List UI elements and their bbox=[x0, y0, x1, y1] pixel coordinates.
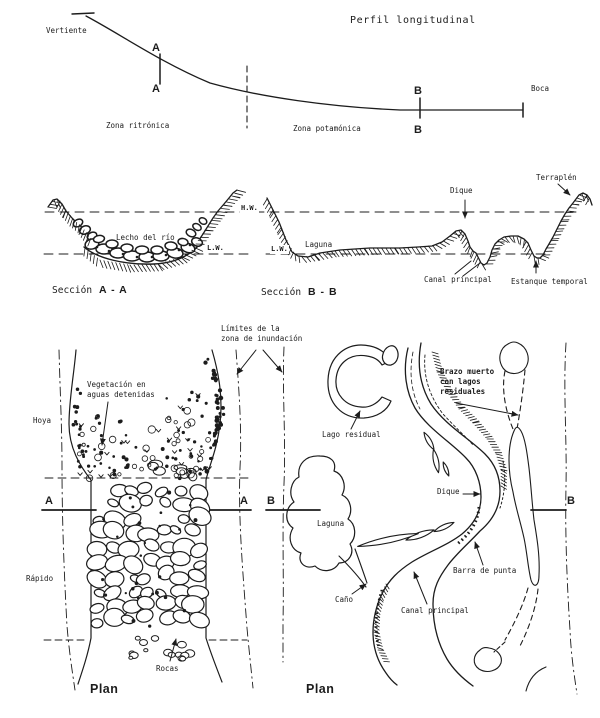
canal-plan-arrow bbox=[413, 571, 428, 605]
brazo-arrow bbox=[455, 402, 519, 417]
lago-residual-arrow bbox=[350, 410, 361, 430]
barra-arrow bbox=[474, 541, 484, 566]
levee-outer-dotline bbox=[499, 460, 506, 509]
oxbow-hook bbox=[381, 345, 399, 366]
dead-arm-connector bbox=[493, 641, 506, 653]
plan-right bbox=[265, 341, 578, 695]
dead-arm-top-blob bbox=[499, 341, 529, 375]
channel-bars bbox=[357, 431, 455, 547]
summit-tick bbox=[71, 12, 95, 15]
aa-right-bank bbox=[196, 189, 238, 244]
right-bank bbox=[205, 349, 223, 683]
levee-mid-dotline bbox=[424, 354, 475, 447]
residual-lake bbox=[508, 426, 540, 586]
canal-section-leaders bbox=[454, 260, 481, 277]
dead-arm bbox=[473, 341, 547, 692]
terraplen-arrow bbox=[557, 183, 571, 196]
left-bank bbox=[68, 349, 92, 685]
levee-inner-dashline bbox=[410, 351, 421, 410]
profile-curve bbox=[85, 15, 524, 111]
flood-limit-left bbox=[58, 349, 76, 691]
vegetacion-arrow bbox=[99, 401, 109, 446]
aa-boulders bbox=[72, 216, 208, 263]
oxbow-lake bbox=[327, 344, 392, 419]
dead-arm-bottom-blob bbox=[473, 647, 502, 672]
bb-surface bbox=[266, 192, 593, 266]
aa-crevices bbox=[95, 243, 192, 259]
limites-arrow-right bbox=[262, 349, 283, 373]
dead-arm-tail bbox=[525, 666, 547, 692]
longitudinal-profile bbox=[71, 12, 524, 129]
leader-arrows bbox=[99, 183, 571, 662]
laguna-blob bbox=[286, 455, 356, 572]
section-BB bbox=[265, 192, 593, 266]
boulder-field bbox=[86, 459, 212, 662]
plan-left bbox=[41, 349, 254, 691]
rocas-arrow bbox=[169, 638, 178, 662]
flood-limit-right bbox=[235, 349, 254, 689]
cano-arrow bbox=[351, 583, 367, 595]
point-bar-stipple bbox=[455, 506, 481, 547]
limites-arrow-left bbox=[236, 349, 257, 375]
dead-arm-dashes-lower bbox=[504, 587, 539, 647]
lower-bank-stipple bbox=[374, 589, 384, 649]
section-AA bbox=[43, 189, 577, 265]
flood-limit-right bbox=[564, 342, 578, 695]
channel-west-bank bbox=[372, 347, 482, 686]
vegetation-speckles bbox=[71, 357, 226, 482]
channel-east-bank bbox=[418, 342, 501, 687]
flood-limit-left bbox=[282, 346, 286, 663]
dead-arm-dashes-upper bbox=[503, 369, 526, 430]
